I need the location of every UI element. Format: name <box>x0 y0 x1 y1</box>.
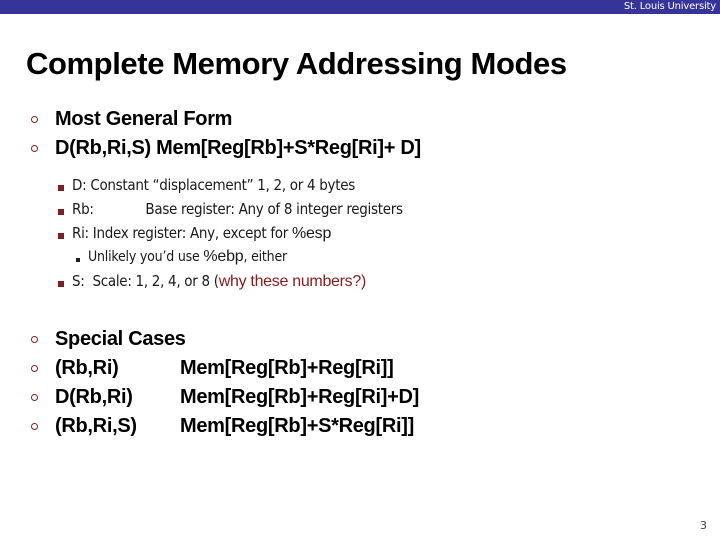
list-item-most-general-form: Most General Form <box>0 108 720 135</box>
register-ebp: %ebp <box>203 248 244 265</box>
section-heading-general-form: Most General Form <box>55 108 233 130</box>
detail-displacement: D: Constant “displacement” 1, 2, or 4 by… <box>72 176 355 194</box>
circle-bullet-icon <box>31 394 38 401</box>
list-item-ebp-note: Unlikely you’d use %ebp, either <box>0 248 720 272</box>
list-item-displacement: D: Constant “displacement” 1, 2, or 4 by… <box>0 176 720 200</box>
detail-label-rb: Rb: <box>72 200 94 218</box>
list-item-special-cases: Special Cases <box>0 328 720 355</box>
case-mode-0: (Rb,Ri) <box>55 357 119 379</box>
square-bullet-icon <box>58 233 64 239</box>
small-square-bullet-icon <box>76 258 80 262</box>
list-item-index-register: Ri: Index register: Any, except for %esp <box>0 224 720 248</box>
list-item-case-rb-ri: (Rb,Ri) Mem[Reg[Rb]+Reg[Ri]] <box>0 357 720 384</box>
detail-text-d: Constant “displacement” 1, 2, or 4 bytes <box>86 176 355 194</box>
case-row: D(Rb,Ri) Mem[Reg[Rb]+Reg[Ri]+D] <box>55 386 419 409</box>
detail-label-d: D: <box>72 176 87 194</box>
detail-label-s: S: <box>72 272 85 290</box>
detail-text-rb: Base register: Any of 8 integer register… <box>93 200 403 218</box>
section-spacer <box>0 296 720 328</box>
detail-scale: S: Scale: 1, 2, 4, or 8 (why these numbe… <box>72 272 366 290</box>
circle-bullet-icon <box>31 336 38 343</box>
list-item-case-rb-ri-s: (Rb,Ri,S) Mem[Reg[Rb]+S*Reg[Ri]] <box>0 415 720 442</box>
case-row: (Rb,Ri,S) Mem[Reg[Rb]+S*Reg[Ri]] <box>55 415 414 438</box>
case-expansion-2: Mem[Reg[Rb]+S*Reg[Ri]] <box>180 415 414 437</box>
section-heading-special-cases: Special Cases <box>55 328 186 350</box>
list-item-case-d-rb-ri: D(Rb,Ri) Mem[Reg[Rb]+Reg[Ri]+D] <box>0 386 720 413</box>
circle-bullet-icon <box>31 423 38 430</box>
slide-content: Most General Form D(Rb,Ri,S) Mem[Reg[Rb]… <box>0 108 720 444</box>
detail-text-ri: Index register: Any, except for <box>88 224 292 242</box>
subnote-suffix: , either <box>243 249 287 265</box>
case-mode-2: (Rb,Ri,S) <box>55 415 137 437</box>
detail-index-register: Ri: Index register: Any, except for %esp <box>72 224 331 242</box>
register-esp: %esp <box>291 225 332 242</box>
circle-bullet-icon <box>31 145 38 152</box>
case-mode-1: D(Rb,Ri) <box>55 386 133 408</box>
scale-question-tail: ) <box>360 273 366 290</box>
square-bullet-icon <box>58 281 64 287</box>
general-formula: D(Rb,Ri,S) Mem[Reg[Rb]+S*Reg[Ri]+ D] <box>55 137 421 159</box>
page-title: Complete Memory Addressing Modes <box>26 46 567 81</box>
page-number: 3 <box>700 519 707 532</box>
list-item-scale: S: Scale: 1, 2, 4, or 8 (why these numbe… <box>0 272 720 296</box>
list-item-general-formula: D(Rb,Ri,S) Mem[Reg[Rb]+S*Reg[Ri]+ D] <box>0 137 720 164</box>
subnote-ebp: Unlikely you’d use %ebp, either <box>88 248 287 265</box>
circle-bullet-icon <box>31 116 38 123</box>
list-item-base-register: Rb: Base register: Any of 8 integer regi… <box>0 200 720 224</box>
detail-text-s: Scale: 1, 2, 4, or 8 ( <box>84 272 220 290</box>
scale-question-annotation: why these numbers? <box>218 273 362 290</box>
case-expansion-1: Mem[Reg[Rb]+Reg[Ri]+D] <box>180 386 419 408</box>
case-expansion-0: Mem[Reg[Rb]+Reg[Ri]] <box>180 357 394 379</box>
circle-bullet-icon <box>31 365 38 372</box>
detail-base-register: Rb: Base register: Any of 8 integer regi… <box>72 200 403 218</box>
case-row: (Rb,Ri) Mem[Reg[Rb]+Reg[Ri]] <box>55 357 394 380</box>
square-bullet-icon <box>58 185 64 191</box>
institution-name: St. Louis University <box>623 1 716 12</box>
subnote-prefix: Unlikely you’d use <box>88 249 204 265</box>
detail-label-ri: Ri: <box>72 224 89 242</box>
top-banner: St. Louis University <box>0 0 720 14</box>
square-bullet-icon <box>58 209 64 215</box>
